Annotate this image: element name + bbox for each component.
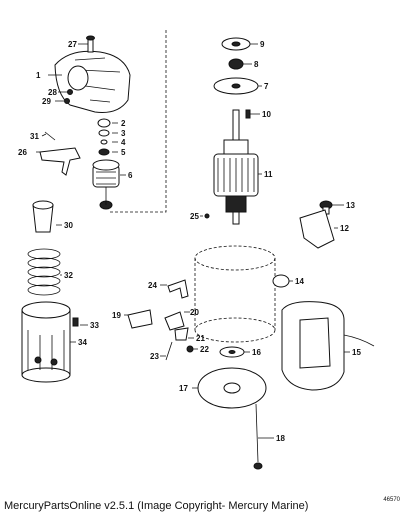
part-22[interactable] [186,345,194,353]
callout-4: 4 [121,138,126,147]
callout-8: 8 [254,60,259,69]
callout-12: 12 [340,224,349,233]
callout-20: 20 [190,308,199,317]
part-field-frame [194,245,276,343]
copyright-footer: MercuryPartsOnline v2.5.1 (Image Copyrig… [4,500,309,512]
callout-17: 17 [179,384,188,393]
callout-15: 15 [352,348,361,357]
callout-9: 9 [260,40,265,49]
callout-23: 23 [150,352,159,361]
callout-25: 25 [190,212,199,221]
part-2[interactable] [97,118,111,128]
callout-3: 3 [121,129,126,138]
exploded-parts-diagram: 1 2 3 4 5 6 7 8 9 10 11 12 13 14 15 16 1… [18,30,375,470]
part-endcap-17[interactable] [197,367,267,409]
callout-14: 14 [295,277,304,286]
callout-5: 5 [121,148,126,157]
part-28[interactable] [67,89,73,95]
part-8[interactable] [228,58,244,70]
callout-32: 32 [64,271,73,280]
callout-34: 34 [78,338,87,347]
callout-19: 19 [112,311,121,320]
part-drive-housing[interactable] [54,50,131,113]
part-23[interactable] [165,341,173,361]
figure-number: 46570 [383,497,400,503]
part-screw-27[interactable] [86,35,95,53]
callout-24: 24 [148,281,157,290]
part-pin-31[interactable] [44,131,56,141]
part-4[interactable] [100,139,108,145]
callout-18: 18 [276,434,285,443]
leader-lines [36,43,350,439]
part-bushing-30[interactable] [32,200,54,233]
part-5[interactable] [98,148,110,156]
part-3[interactable] [98,129,110,137]
part-29[interactable] [64,98,70,104]
part-solenoid-34[interactable] [21,301,71,383]
callout-31: 31 [30,132,39,141]
callout-10: 10 [262,110,271,119]
part-bracket-12[interactable] [299,209,335,249]
dashed-assembly-line [108,30,167,213]
part-grommet-14[interactable] [272,274,290,288]
part-21[interactable] [174,327,189,341]
callout-30: 30 [64,221,73,230]
callout-33: 33 [90,321,99,330]
callout-28: 28 [48,88,57,97]
callout-27: 27 [68,40,77,49]
part-drive-6[interactable] [92,159,120,210]
part-lever-26[interactable] [39,147,81,176]
callout-29: 29 [42,97,51,106]
callout-7: 7 [264,82,269,91]
part-screw-10[interactable] [245,109,251,119]
callout-2: 2 [121,119,126,128]
part-24[interactable] [167,279,189,299]
callout-6: 6 [128,171,133,180]
part-19[interactable] [127,309,153,329]
callout-22: 22 [200,345,209,354]
part-spring-32[interactable] [27,248,61,296]
callout-21: 21 [196,334,205,343]
callout-16: 16 [252,348,261,357]
part-bolt-18[interactable] [253,403,263,470]
part-cover-15[interactable] [281,301,375,391]
part-25[interactable] [204,213,210,219]
callout-13: 13 [346,201,355,210]
part-screw-33[interactable] [72,317,79,327]
callout-11: 11 [264,170,273,179]
part-20[interactable] [164,311,185,331]
callout-1: 1 [36,71,41,80]
part-armature-11[interactable] [213,109,259,225]
callout-26: 26 [18,148,27,157]
